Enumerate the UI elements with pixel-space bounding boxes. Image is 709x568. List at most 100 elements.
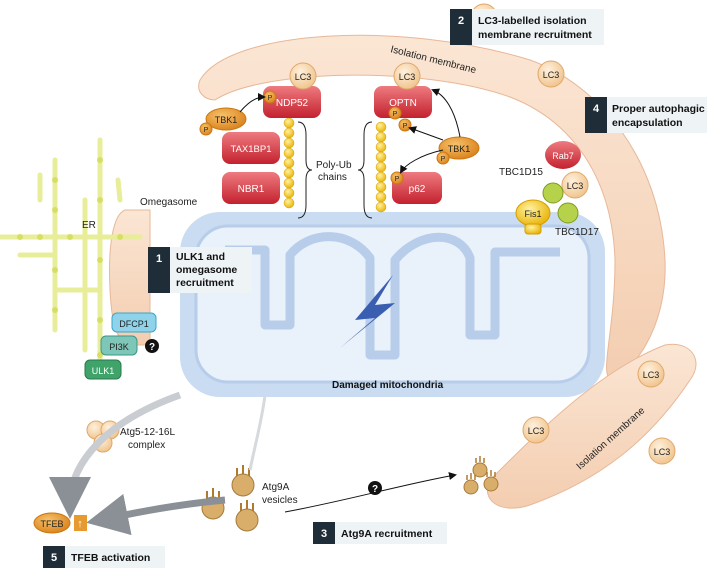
- lc3-fis1: LC3: [561, 171, 589, 199]
- step-1-box: 1 ULK1 and omegasome recruitment: [148, 247, 252, 293]
- svg-text:P: P: [403, 123, 408, 130]
- question-icon-atg9a: ?: [368, 481, 382, 495]
- p62-protein: p62: [392, 172, 442, 204]
- svg-text:?: ?: [149, 342, 155, 353]
- svg-text:P: P: [395, 176, 400, 183]
- svg-text:Rab7: Rab7: [552, 151, 574, 161]
- svg-text:PI3K: PI3K: [109, 342, 129, 352]
- tfeb-arrow-from-atg9a: [86, 493, 226, 536]
- lc3-bottom-2: LC3: [522, 416, 550, 444]
- ndp52-protein: NDP52: [263, 86, 321, 118]
- damage-lightning-icon: [340, 275, 395, 348]
- polyub-label-1: Poly-Ub: [316, 160, 352, 171]
- svg-text:membrane recruitment: membrane recruitment: [478, 29, 592, 41]
- svg-text:?: ?: [372, 484, 378, 495]
- cristae: [225, 232, 560, 360]
- er-network-dots: [17, 157, 123, 358]
- svg-text:Atg9A recruitment: Atg9A recruitment: [341, 528, 433, 540]
- dfcp1-protein: DFCP1: [111, 312, 157, 333]
- fis1-protein: Fis1: [515, 199, 551, 235]
- question-icon-pi3k: ?: [145, 339, 159, 353]
- lc3-bottom-1: LC3: [637, 360, 665, 388]
- tfeb-up-arrow-icon: ↑: [74, 515, 87, 531]
- tbk1-right: TBK1: [438, 136, 480, 160]
- rab7-protein: Rab7: [545, 141, 581, 169]
- svg-text:P: P: [204, 127, 209, 134]
- lc3-ndp52: LC3: [289, 62, 317, 90]
- atg9a-label-2: vesicles: [262, 495, 298, 506]
- phospho-2: P: [263, 90, 277, 104]
- svg-text:recruitment: recruitment: [176, 277, 234, 289]
- svg-text:3: 3: [321, 528, 327, 540]
- svg-text:P: P: [441, 156, 446, 163]
- svg-text:LC3: LC3: [567, 181, 584, 191]
- svg-text:1: 1: [156, 253, 162, 265]
- tfeb-arrow-from-mito: [49, 391, 182, 519]
- atg9a-vesicles: [201, 465, 259, 532]
- omegasome-label: Omegasome: [140, 197, 198, 208]
- tbk1-arrow-to-p62: [400, 149, 444, 174]
- svg-text:↑: ↑: [77, 518, 83, 530]
- phospho-3: P: [388, 106, 402, 120]
- tfeb-protein: TFEB: [33, 512, 71, 534]
- er-label: ER: [82, 220, 96, 231]
- svg-text:LC3: LC3: [295, 72, 312, 82]
- optn-protein: OPTN: [374, 86, 432, 118]
- svg-text:4: 4: [593, 103, 600, 115]
- svg-text:ULK1: ULK1: [92, 366, 115, 376]
- tbc1d15-protein: [542, 182, 564, 204]
- mito-to-atg9a-line: [248, 394, 267, 471]
- svg-text:TAX1BP1: TAX1BP1: [230, 144, 271, 155]
- svg-text:P: P: [393, 111, 398, 118]
- step-5-box: 5 TFEB activation: [43, 546, 165, 568]
- step-3-box: 3 Atg9A recruitment: [313, 522, 447, 544]
- tbc1d15-label: TBC1D15: [499, 167, 543, 178]
- svg-text:LC3-labelled isolation: LC3-labelled isolation: [478, 15, 587, 27]
- svg-text:DFCP1: DFCP1: [119, 319, 149, 329]
- lc3-bottom-3: LC3: [648, 437, 676, 465]
- svg-text:NDP52: NDP52: [276, 98, 309, 109]
- tbc1d17-protein: [557, 202, 579, 224]
- svg-text:Fis1: Fis1: [524, 209, 541, 219]
- svg-text:Proper autophagic: Proper autophagic: [612, 103, 705, 115]
- phospho-6: P: [390, 171, 404, 185]
- svg-text:2: 2: [458, 15, 464, 27]
- tbc1d17-label: TBC1D17: [555, 227, 599, 238]
- polyub-label-2: chains: [318, 172, 347, 183]
- isolation-membrane-top: [198, 34, 666, 381]
- svg-text:NBR1: NBR1: [238, 184, 265, 195]
- atg9a-vesicles-near-membrane: [463, 456, 499, 495]
- svg-text:p62: p62: [409, 184, 426, 195]
- svg-text:5: 5: [51, 552, 57, 564]
- svg-text:LC3: LC3: [543, 70, 560, 80]
- lc3-top-2: LC3: [537, 60, 565, 88]
- atg5-label-1: Atg5-12-16L: [120, 427, 175, 438]
- nbr1-protein: NBR1: [222, 172, 280, 204]
- svg-text:P: P: [268, 95, 273, 102]
- phospho-5: P: [436, 151, 450, 165]
- polyub-brace-left: [297, 121, 313, 219]
- svg-text:TBK1: TBK1: [448, 144, 471, 154]
- step-4-box: 4 Proper autophagic encapsulation: [585, 97, 707, 133]
- svg-text:LC3: LC3: [528, 426, 545, 436]
- svg-text:LC3: LC3: [654, 447, 671, 457]
- tbk1-arrow-to-optn: [431, 88, 461, 138]
- tbk1-arrow-left: [239, 93, 266, 113]
- svg-text:TFEB activation: TFEB activation: [71, 552, 150, 564]
- tbk1-arrow-to-optn-p: [408, 126, 444, 141]
- polyub-brace-right: [357, 121, 373, 219]
- svg-text:TFEB: TFEB: [40, 519, 63, 529]
- svg-text:encapsulation: encapsulation: [612, 117, 683, 129]
- svg-text:OPTN: OPTN: [389, 98, 417, 109]
- tbk1-left: TBK1: [205, 107, 247, 131]
- phospho-1: P: [199, 122, 213, 136]
- svg-text:LC3: LC3: [643, 370, 660, 380]
- pi3k-protein: PI3K: [100, 335, 138, 356]
- polyub-chain-left: [283, 117, 295, 209]
- atg9a-label-1: Atg9A: [262, 482, 290, 493]
- lc3-optn: LC3: [393, 62, 421, 90]
- svg-text:TBK1: TBK1: [215, 115, 238, 125]
- svg-text:ULK1 and: ULK1 and: [176, 251, 225, 263]
